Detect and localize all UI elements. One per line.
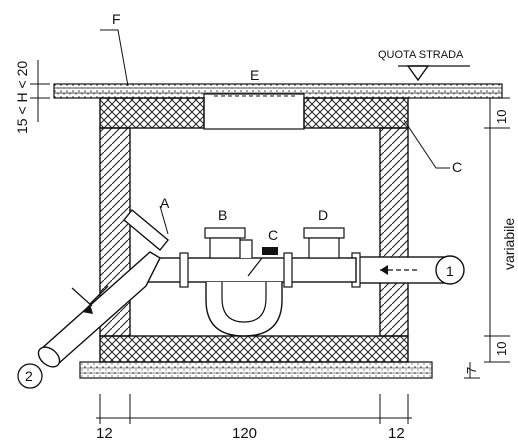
dim-center: 120 — [232, 425, 257, 440]
cover-hatch — [203, 93, 305, 130]
label-e: E — [250, 67, 259, 83]
top-slab-right — [303, 97, 409, 129]
inlet-pipe — [351, 252, 465, 288]
leader-c-top — [403, 119, 450, 169]
road-level-marker — [398, 65, 470, 82]
bottom-dimension-lines — [96, 394, 412, 424]
outlet-pipe — [37, 209, 169, 368]
label-f: F — [112, 11, 121, 27]
label-b: B — [218, 207, 227, 223]
inspection-cap-b — [204, 227, 246, 259]
label-dim-10-bottom: 10 — [494, 342, 509, 356]
leader-a — [159, 205, 169, 235]
label-quota-strada: QUOTA STRADA — [378, 49, 464, 61]
label-height-range: 15 < H < 20 — [14, 61, 30, 134]
label-variabile: variabile — [501, 218, 517, 270]
dim-left: 12 — [96, 425, 113, 440]
pipe-2-circle — [17, 363, 43, 389]
label-dim-10-top: 10 — [494, 110, 509, 124]
vent-connection — [247, 247, 278, 277]
label-c-mid: C — [268, 227, 278, 243]
left-height-dimension — [30, 60, 50, 122]
right-dimensions — [464, 97, 510, 379]
leader-f — [100, 29, 129, 87]
inspection-cap-d — [303, 227, 345, 259]
top-slab-left — [99, 97, 205, 129]
label-c-top: C — [452, 159, 462, 175]
internal-pipe — [145, 252, 357, 288]
dim-right: 12 — [388, 425, 405, 440]
label-pipe-2: 2 — [25, 368, 33, 384]
cover-slab — [53, 83, 503, 99]
label-dim-7: 7 — [464, 367, 479, 374]
foundation-layer — [79, 361, 433, 379]
wall-right — [379, 127, 409, 337]
bottom-slab — [99, 335, 409, 363]
siphon-trap — [205, 239, 283, 337]
label-a: A — [160, 195, 170, 211]
label-pipe-1: 1 — [446, 263, 454, 279]
label-d: D — [318, 207, 328, 223]
